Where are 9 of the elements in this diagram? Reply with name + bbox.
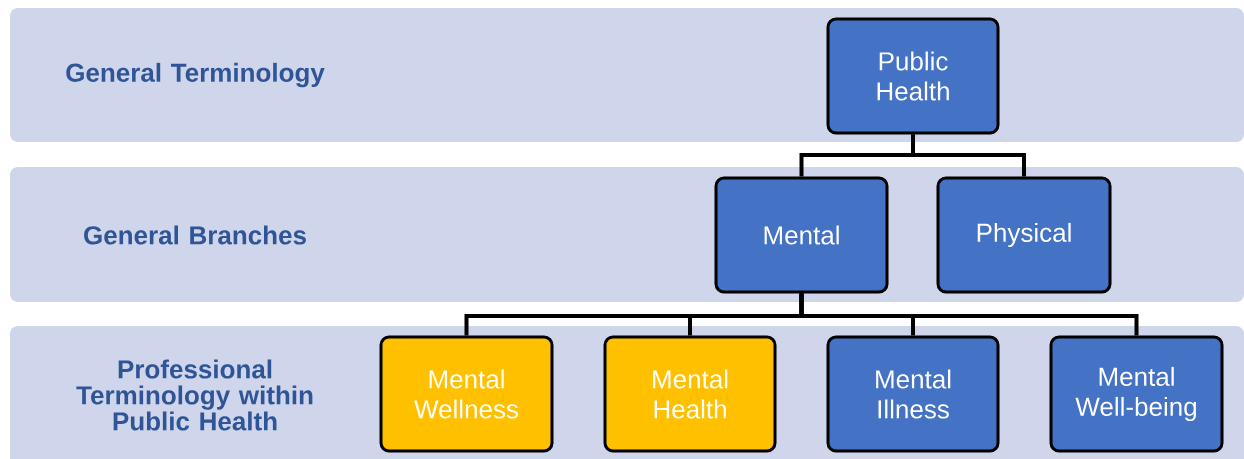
term-box: Mental Wellness — [379, 335, 554, 453]
term-box: Mental Well-being — [1049, 335, 1224, 453]
term-box: Mental — [714, 176, 889, 294]
connector — [799, 293, 1139, 336]
connector — [911, 134, 1026, 177]
term-box: Mental Illness — [826, 335, 1000, 453]
term-box: Public Health — [826, 17, 1000, 135]
term-box: Physical — [936, 176, 1112, 294]
term-box: Mental Health — [603, 335, 777, 453]
